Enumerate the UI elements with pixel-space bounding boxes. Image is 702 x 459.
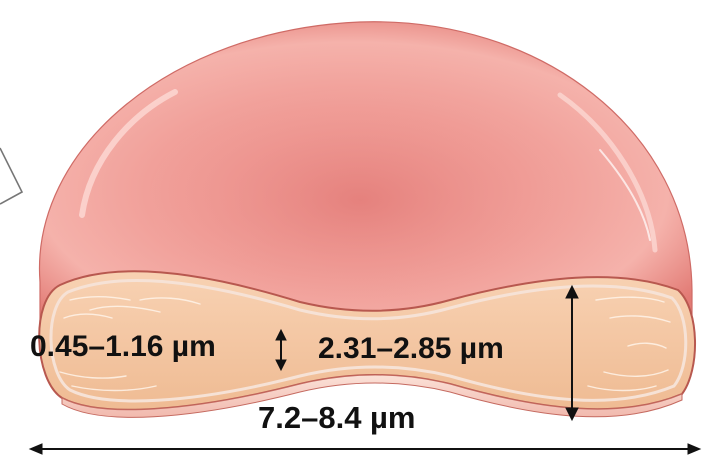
pointer-triangle <box>0 148 22 204</box>
diameter-arrow <box>30 444 700 454</box>
rim-thickness-label: 2.31–2.85 µm <box>318 334 504 364</box>
diameter-label: 7.2–8.4 µm <box>258 402 415 433</box>
center-thickness-label: 0.45–1.16 µm <box>30 332 216 362</box>
cell-concavity <box>150 90 570 310</box>
